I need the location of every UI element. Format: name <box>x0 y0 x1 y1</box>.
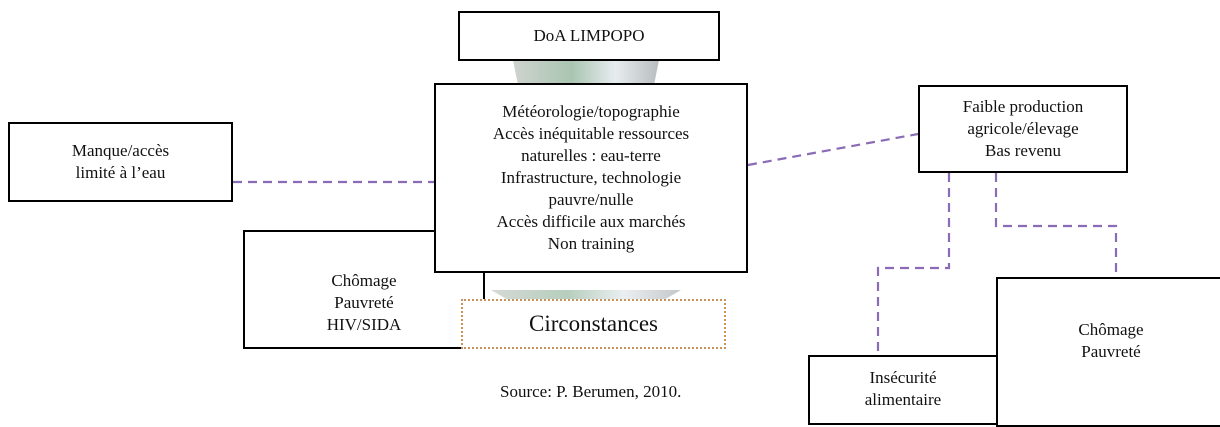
bottom-box: Insécurité alimentaire <box>808 355 998 425</box>
center-box: Météorologie/topographie Accès inéquitab… <box>434 83 748 273</box>
connector-to-chomage-right <box>994 173 1118 277</box>
center-line-7: Non training <box>547 234 635 253</box>
right-line-2: agricole/élevage <box>967 119 1079 138</box>
right-lower-line-2: Pauvreté <box>1081 342 1141 361</box>
left-line-2: limité à l’eau <box>75 163 166 182</box>
connector-to-insecurite <box>876 173 951 355</box>
center-line-2: Accès inéquitable ressources <box>492 124 690 143</box>
center-line-3: naturelles : eau-terre <box>521 146 661 165</box>
lower-left-line-3: HIV/SIDA <box>326 315 402 334</box>
title-text: DoA LIMPOPO <box>533 26 645 45</box>
connector-center-right <box>747 132 919 167</box>
left-box: Manque/accès limité à l’eau <box>8 122 233 202</box>
center-line-5: pauvre/nulle <box>548 190 634 209</box>
center-line-1: Météorologie/topographie <box>502 102 680 121</box>
circumstances-label: Circonstances <box>528 311 658 336</box>
center-line-6: Accès difficile aux marchés <box>496 212 686 231</box>
right-lower-line-1: Chômage <box>1078 320 1144 339</box>
left-line-1: Manque/accès <box>71 141 170 160</box>
right-lower-box: Chômage Pauvreté <box>996 277 1220 427</box>
lower-left-line-2: Pauvreté <box>334 293 394 312</box>
lower-left-box: Chômage Pauvreté HIV/SIDA <box>243 230 485 349</box>
circumstances-box: Circonstances <box>461 299 726 349</box>
bottom-line-2: alimentaire <box>864 390 942 409</box>
lower-left-line-1: Chômage <box>331 271 397 290</box>
bottom-line-1: Insécurité <box>869 368 937 387</box>
source-caption: Source: P. Berumen, 2010. <box>500 382 682 401</box>
title-box: DoA LIMPOPO <box>458 11 720 61</box>
right-line-1: Faible production <box>962 97 1084 116</box>
right-box: Faible production agricole/élevage Bas r… <box>918 85 1128 173</box>
right-line-3: Bas revenu <box>984 141 1061 160</box>
center-line-4: Infrastructure, technologie <box>500 168 682 187</box>
